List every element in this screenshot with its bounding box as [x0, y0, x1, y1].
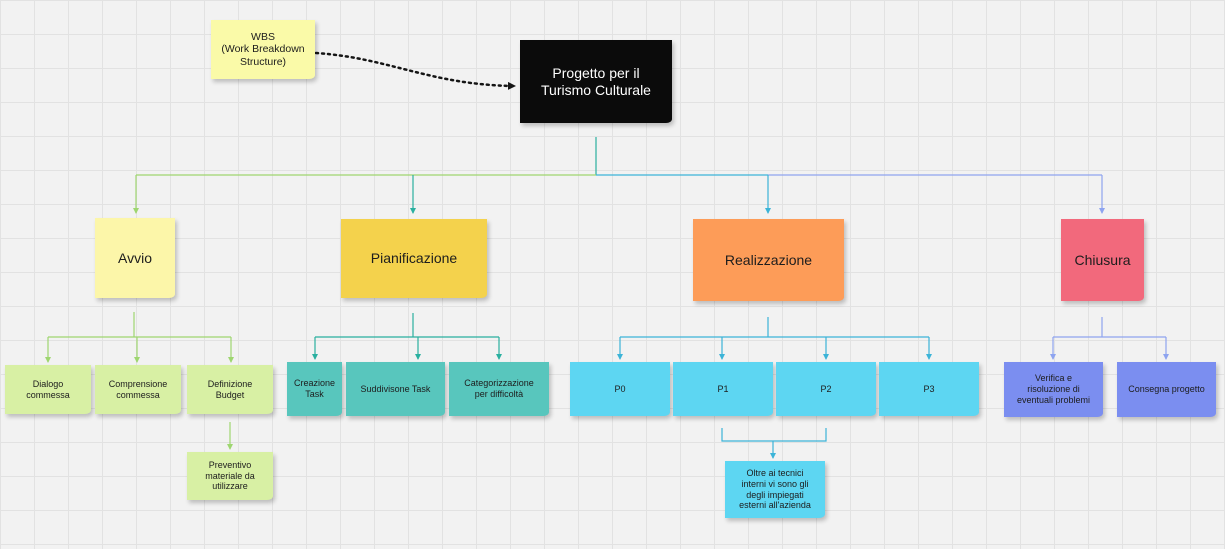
wbs-note[interactable]: WBS (Work Breakdown Structure)	[211, 20, 315, 79]
pianificazione-item-creazione-task[interactable]: Creazione Task	[287, 362, 342, 416]
realizzazione-subitem-note[interactable]: Oltre ai tecnici interni vi sono gli deg…	[725, 461, 825, 518]
avvio-subitem-preventivo[interactable]: Preventivo materiale da utilizzare	[187, 452, 273, 500]
phase-chiusura[interactable]: Chiusura	[1061, 219, 1144, 301]
root-node[interactable]: Progetto per il Turismo Culturale	[520, 40, 672, 123]
chiusura-item-consegna-progetto[interactable]: Consegna progetto	[1117, 362, 1216, 417]
root-to-phases-connector	[133, 137, 1105, 214]
pianificazione-item-suddivisone-task[interactable]: Suddivisone Task	[346, 362, 445, 416]
realizzazione-item-p1[interactable]: P1	[673, 362, 773, 416]
realizzazione-item-p2[interactable]: P2	[776, 362, 876, 416]
avvio-item-definizione-budget[interactable]: Definizione Budget	[187, 365, 273, 414]
pianificazione-connector	[312, 313, 502, 360]
phase-avvio[interactable]: Avvio	[95, 218, 175, 298]
wbs-dotted-arrow	[314, 51, 517, 90]
chiusura-connector	[1050, 317, 1169, 360]
chiusura-item-verifica[interactable]: Verifica e risoluzione di eventuali prob…	[1004, 362, 1103, 417]
phase-pianificazione[interactable]: Pianificazione	[341, 219, 487, 298]
avvio-item-comprensione-commessa[interactable]: Comprensione commessa	[95, 365, 181, 414]
avvio-item-dialogo-commessa[interactable]: Dialogo commessa	[5, 365, 91, 414]
pianificazione-item-categorizzazione[interactable]: Categorizzazione per difficoltà	[449, 362, 549, 416]
realizzazione-item-p3[interactable]: P3	[879, 362, 979, 416]
phase-realizzazione[interactable]: Realizzazione	[693, 219, 844, 301]
realizzazione-item-p0[interactable]: P0	[570, 362, 670, 416]
